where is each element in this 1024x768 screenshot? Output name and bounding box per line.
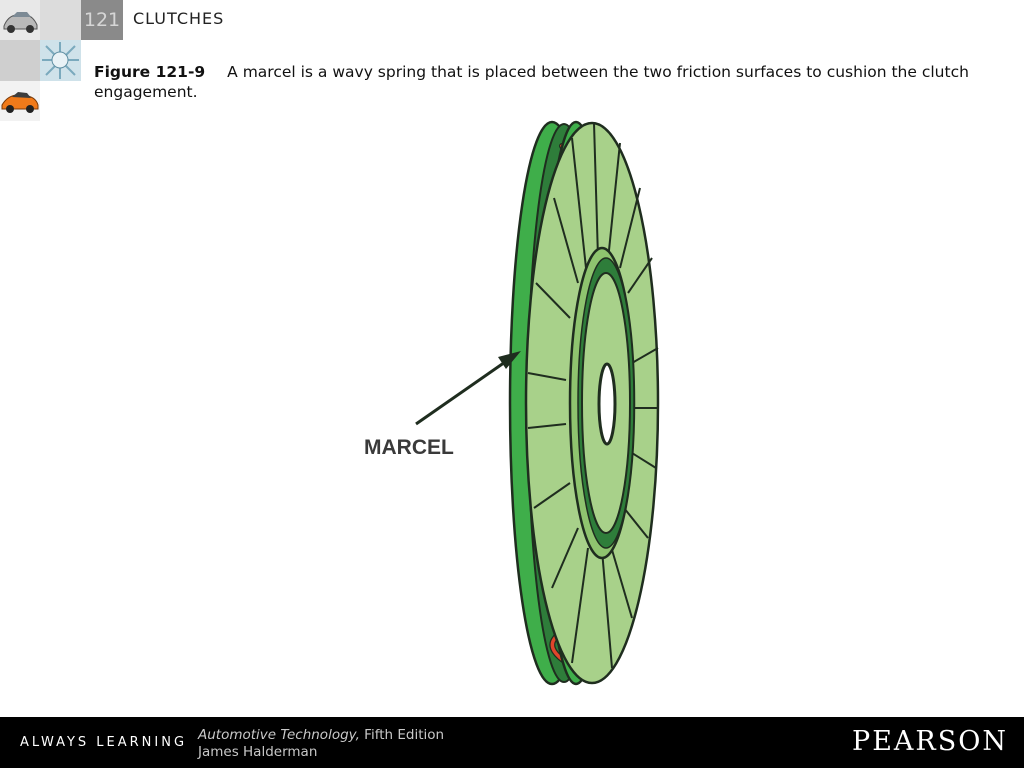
gear-thumbnail: [40, 40, 81, 81]
placeholder-thumbnail: [40, 0, 81, 40]
car-thumbnail-silver: [0, 0, 40, 40]
placeholder-thumbnail: [0, 40, 40, 81]
chapter-number: 121: [81, 0, 123, 40]
car-thumbnail-orange: [0, 81, 40, 121]
clutch-disc-illustration: MARCEL: [364, 120, 660, 686]
footer-tagline: ALWAYS LEARNING: [20, 735, 188, 750]
marcel-label: MARCEL: [364, 436, 454, 459]
facing-grooves: [527, 122, 659, 669]
book-edition: Fifth Edition: [364, 727, 445, 743]
center-hole: [597, 362, 617, 446]
caption-text: A marcel is a wavy spring that is placed…: [94, 63, 969, 101]
chapter-title: CLUTCHES: [133, 9, 225, 28]
publisher-logo: PEARSON: [852, 726, 1008, 757]
book-citation: Automotive Technology, Fifth Edition Jam…: [198, 727, 444, 761]
book-title: Automotive Technology,: [198, 727, 360, 743]
figure-label: Figure 121-9: [94, 63, 206, 81]
marcel-arrow: [415, 351, 521, 426]
book-author: James Halderman: [198, 744, 318, 760]
footer-bar: ALWAYS LEARNING Automotive Technology, F…: [0, 717, 1024, 768]
